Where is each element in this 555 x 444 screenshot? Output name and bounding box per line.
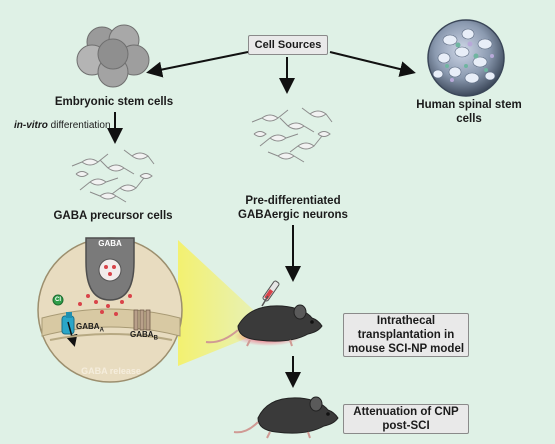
gaba-a-text: GABA bbox=[76, 322, 100, 331]
gaba-precursor-label: GABA precursor cells bbox=[53, 210, 173, 222]
attenuation-line-1: Attenuation of CNP bbox=[353, 406, 459, 418]
embryonic-label: Embryonic stem cells bbox=[54, 96, 174, 108]
gaba-b-label: GABAB bbox=[130, 330, 166, 344]
attenuation-line-2: post-SCI bbox=[382, 420, 430, 432]
human-spinal-line-2: cells bbox=[456, 113, 482, 125]
arrow-to-human-spinal bbox=[329, 51, 416, 77]
invitro-italic: in-vitro bbox=[14, 120, 48, 131]
synapse-circle bbox=[37, 237, 183, 383]
syringe-icon bbox=[261, 280, 280, 307]
gaba-b-sub: B bbox=[153, 335, 158, 342]
gaba-b-text: GABA bbox=[130, 330, 154, 339]
neurosphere bbox=[427, 19, 505, 97]
mouse-transplant bbox=[205, 304, 323, 347]
synapse-gaba-label: GABA bbox=[98, 239, 122, 248]
pre-diff-label: Pre-differentiated GABAergic neurons bbox=[228, 194, 358, 222]
human-spinal-label: Human spinal stem cells bbox=[404, 98, 534, 126]
cl-ion-label: Cl bbox=[55, 297, 61, 303]
pre-diff-line-1: Pre-differentiated bbox=[245, 195, 341, 207]
cell-sources-box: Cell Sources bbox=[248, 35, 328, 55]
gaba-release-label: GABA release bbox=[81, 366, 141, 376]
precursor-neurons bbox=[71, 149, 155, 203]
gaba-a-label: GABAA bbox=[76, 322, 112, 336]
intrathecal-box: Intrathecal transplantation in mouse SCI… bbox=[343, 313, 469, 357]
pre-differentiated-neurons bbox=[251, 107, 333, 163]
embryonic-cell-cluster bbox=[76, 24, 150, 88]
intrathecal-line-1: Intrathecal bbox=[376, 315, 436, 327]
gaba-a-sub: A bbox=[99, 327, 104, 334]
intrathecal-line-3: mouse SCI-NP model bbox=[347, 343, 465, 355]
mouse-recovered bbox=[233, 396, 339, 439]
highlight-beam bbox=[178, 240, 262, 366]
human-spinal-line-1: Human spinal stem bbox=[416, 99, 522, 111]
intrathecal-line-2: transplantation in bbox=[357, 329, 455, 341]
arrow-to-embryonic bbox=[146, 51, 249, 78]
invitro-label: in-vitro differentiation bbox=[14, 119, 124, 133]
invitro-rest: differentiation bbox=[47, 120, 111, 131]
attenuation-box: Attenuation of CNP post-SCI bbox=[343, 404, 469, 434]
pre-diff-line-2: GABAergic neurons bbox=[238, 209, 348, 221]
